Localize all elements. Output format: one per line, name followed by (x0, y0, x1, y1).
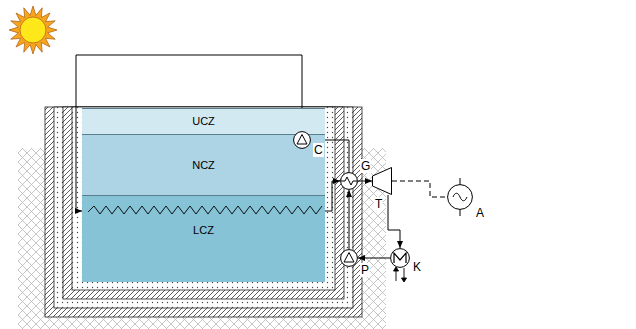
condenser-symbol (390, 248, 410, 268)
pipe-connector (358, 181, 372, 182)
zone-label: LCZ (193, 224, 214, 237)
generator-symbol (447, 184, 473, 210)
outer-wall-hatch (45, 107, 362, 317)
pipe-connector (325, 181, 340, 211)
liner-dots (325, 107, 335, 290)
outer-wall (45, 107, 362, 317)
pipe-connector (358, 258, 390, 259)
turbine: T (372, 167, 392, 195)
circulation-pump: C (293, 131, 311, 149)
generator: A (447, 184, 473, 210)
component-letter: K (412, 260, 422, 274)
liner-dots (72, 107, 82, 290)
condenser: K (390, 248, 410, 268)
shaft-link (392, 181, 447, 197)
liner-gap (72, 107, 335, 290)
feed-pump: P (340, 249, 358, 267)
inner-wall (63, 107, 344, 299)
component-letter: T (374, 197, 383, 211)
dotted-layer (54, 107, 353, 308)
inner-wall-hatch (63, 107, 344, 299)
pump-symbol (293, 131, 311, 149)
component-letter: C (313, 143, 324, 157)
component-letter: P (360, 263, 370, 277)
zone-label: UCZ (192, 115, 215, 128)
heat-exchanger: G (340, 172, 358, 190)
lower-convective-zone: LCZ (82, 195, 325, 282)
sun (9, 6, 57, 54)
pipe-connector (349, 190, 350, 249)
turbine-symbol (372, 167, 392, 195)
heat-pipe (88, 196, 321, 226)
pump-symbol (340, 249, 358, 267)
pipe-connector (388, 195, 400, 248)
coolant-arrows (394, 267, 407, 282)
non-convective-zone: NCZ (82, 134, 325, 195)
dotted-layer-fill (54, 107, 353, 308)
upper-convective-zone: UCZ (82, 108, 325, 134)
component-letter: G (360, 159, 371, 173)
heat-exchanger-symbol (340, 172, 358, 190)
liner-dots (82, 282, 325, 290)
zone-label: NCZ (192, 159, 215, 172)
component-letter: A (475, 206, 485, 220)
